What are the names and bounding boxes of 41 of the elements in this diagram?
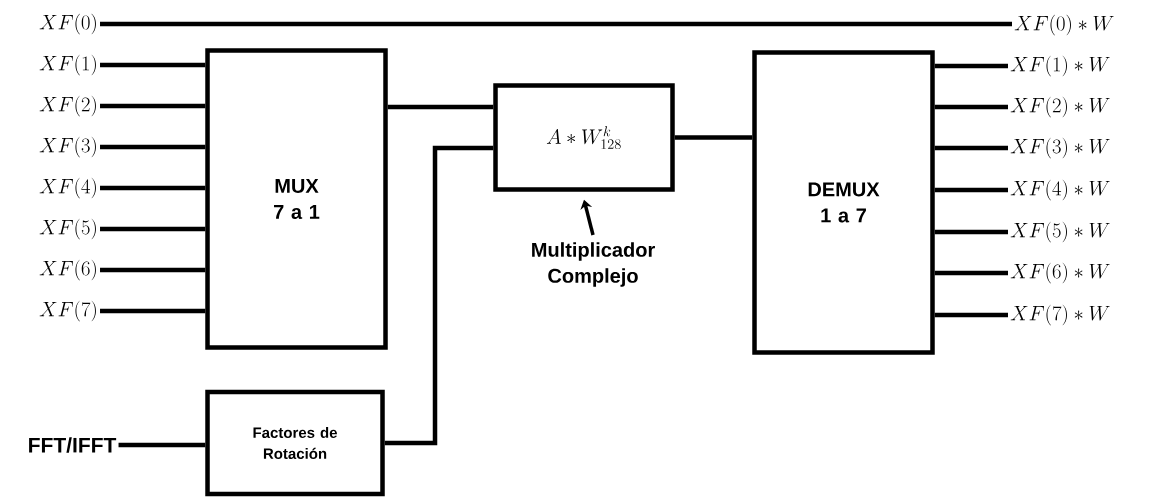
rotation-factor-box: Factores de Rotación bbox=[205, 389, 385, 497]
connector-line bbox=[384, 145, 494, 446]
connector-line bbox=[934, 145, 1008, 151]
signal-label: $XF(5)$ bbox=[39, 218, 96, 240]
connector-line bbox=[934, 229, 1008, 235]
signal-label: $XF(0)*W$ bbox=[1014, 14, 1114, 36]
signal-label: $XF(4)$ bbox=[39, 177, 96, 199]
connector-line bbox=[100, 103, 206, 109]
signal-label: $XF(2)*W$ bbox=[1010, 96, 1110, 118]
mux-box: MUX 7 a 1 bbox=[205, 48, 388, 350]
signal-label: $XF(1)*W$ bbox=[1010, 55, 1110, 77]
connector-line bbox=[934, 270, 1008, 276]
connector-line bbox=[934, 312, 1008, 318]
connector-line bbox=[934, 104, 1008, 110]
signal-label: $XF(4)*W$ bbox=[1010, 179, 1110, 201]
signal-label: $XF(1)$ bbox=[39, 54, 96, 76]
signal-label: $XF(7)*W$ bbox=[1010, 304, 1110, 326]
connector-line bbox=[934, 187, 1008, 193]
connector-line bbox=[387, 104, 494, 110]
connector-line bbox=[100, 144, 206, 150]
signal-label: $XF(3)$ bbox=[39, 136, 96, 158]
signal-label: $XF(3)*W$ bbox=[1010, 137, 1110, 159]
connector-line bbox=[100, 267, 206, 273]
connector-line bbox=[674, 135, 753, 140]
input-label: FFT/IFFT bbox=[29, 437, 117, 453]
demux-box: DEMUX 1 a 7 bbox=[752, 50, 935, 355]
signal-label: $XF(0)$ bbox=[39, 13, 96, 35]
connector-line bbox=[100, 308, 206, 314]
connector-line bbox=[100, 62, 206, 68]
signal-label: $XF(6)*W$ bbox=[1010, 262, 1110, 284]
block-caption: Multiplicador Complejo bbox=[532, 242, 655, 287]
multiplier-box: $A * W_{128}^{k}$ bbox=[493, 83, 675, 192]
connector-line bbox=[100, 226, 206, 232]
signal-label: $XF(2)$ bbox=[39, 95, 96, 117]
connector-line bbox=[934, 63, 1008, 69]
signal-label: $XF(7)$ bbox=[39, 300, 96, 322]
signal-label: $XF(5)*W$ bbox=[1010, 221, 1110, 243]
signal-label: $XF(6)$ bbox=[39, 259, 96, 281]
connector-line bbox=[100, 185, 206, 191]
connector-line bbox=[100, 21, 1012, 27]
connector-line bbox=[118, 442, 206, 448]
